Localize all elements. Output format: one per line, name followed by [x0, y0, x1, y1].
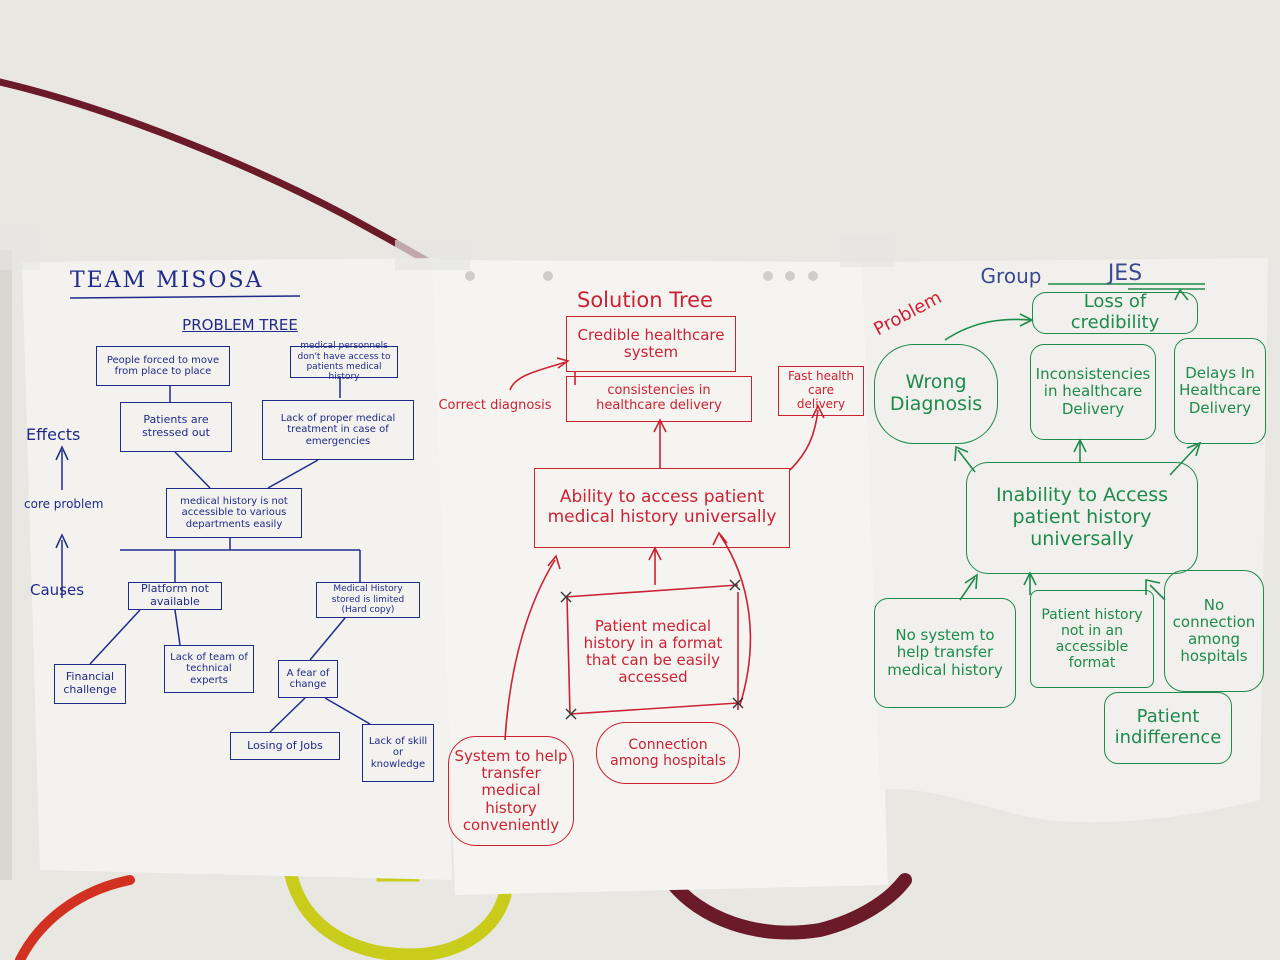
solution-right-node: Fast health care delivery: [778, 366, 864, 416]
solution-means-node: Patient medical history in a format that…: [583, 616, 723, 687]
binder-hole: [808, 271, 818, 281]
jes-cause-node: Patient history not in an accessible for…: [1030, 590, 1154, 688]
binder-hole: [785, 271, 795, 281]
tape: [395, 240, 470, 270]
jes-effect-node: Delays In Healthcare Delivery: [1174, 338, 1266, 444]
maroon-paint-arc: [663, 873, 912, 940]
team-name: TEAM MISOSA: [70, 268, 264, 294]
jes-cause-node: No connection among hospitals: [1164, 570, 1264, 692]
jes-effect-node: Inconsistencies in healthcare Delivery: [1030, 344, 1156, 440]
problem-tree-connectors: [55, 295, 371, 733]
jes-core-node: Inability to Access patient history univ…: [966, 462, 1198, 574]
binder-hole: [763, 271, 773, 281]
effect-node: People forced to move from place to plac…: [96, 346, 230, 386]
effect-node: medical personnels don't have access to …: [290, 341, 398, 382]
cause-node: Medical History stored is limited (Hard …: [316, 582, 420, 618]
group-name: JES: [1107, 261, 1143, 287]
core-problem-label: core problem: [24, 497, 104, 512]
jes-cause-node: Patient indifference: [1104, 692, 1232, 764]
jes-top-node: Loss of credibility: [1032, 291, 1198, 334]
cause-node: Platform not available: [128, 582, 222, 610]
cause-node: Lack of team of technical experts: [164, 645, 254, 693]
red-paint-arc: [15, 875, 135, 960]
jes-cause-node: No system to help transfer medical histo…: [874, 598, 1016, 708]
binder-hole: [465, 271, 475, 281]
left-paper-edge: [0, 250, 12, 880]
tape: [0, 230, 40, 270]
solution-middle-node: consistencies in healthcare delivery: [566, 376, 752, 422]
effects-label: Effects: [26, 424, 81, 444]
effect-node: Patients are stressed out: [120, 402, 232, 452]
solution-core-node: Ability to access patient medical histor…: [534, 468, 790, 548]
tape: [840, 235, 895, 267]
problem-tree-sheet: [22, 258, 452, 880]
core-problem-node: medical history is not accessible to var…: [166, 488, 302, 538]
cause-node: Financial challenge: [54, 664, 126, 704]
effect-node: Lack of proper medical treatment in case…: [262, 400, 414, 460]
solution-means-node: Connection among hospitals: [596, 722, 740, 784]
cause-node: Losing of Jobs: [230, 732, 340, 760]
solution-top-node: Credible healthcare system: [566, 316, 736, 372]
binder-hole: [543, 271, 553, 281]
group-jes-connectors: [944, 283, 1205, 601]
solution-left-node: Correct diagnosis: [438, 397, 552, 413]
solution-tree-title: Solution Tree: [577, 287, 713, 312]
cause-node: Lack of skill or knowledge: [362, 724, 434, 782]
group-label: Group: [980, 263, 1042, 288]
solution-tree-x-marks: [560, 579, 744, 720]
problem-tree-title: PROBLEM TREE: [182, 316, 298, 335]
solution-tree-connectors: [504, 357, 825, 741]
jes-effect-node: Wrong Diagnosis: [874, 344, 998, 444]
cause-node: A fear of change: [278, 660, 338, 698]
causes-label: Causes: [30, 581, 85, 600]
yellow-paint-arc: [283, 863, 512, 960]
solution-means-node: System to help transfer medical history …: [448, 736, 574, 846]
maroon-paint-stroke: [0, 78, 454, 279]
